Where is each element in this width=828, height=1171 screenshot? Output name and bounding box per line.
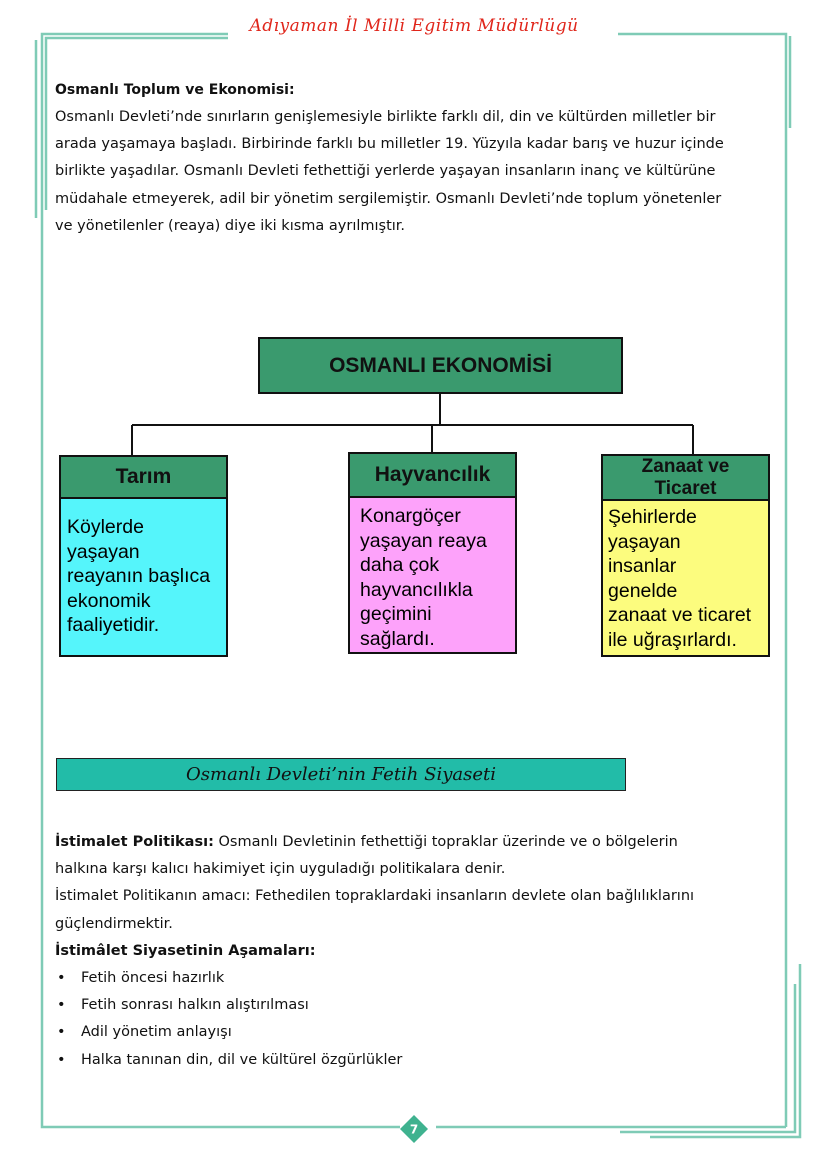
paragraph-line: arada yaşamaya başladı. Birbirinde farkl… [55, 136, 724, 153]
stages-list: Fetih öncesi hazırlık Fetih sonrası halk… [55, 965, 785, 1074]
istimalet-definition-text: Osmanlı Devletinin fethettiği topraklar … [213, 834, 678, 850]
branch-line: faaliyetidir. [67, 614, 160, 636]
branch-tarim-head: Tarım [59, 455, 228, 499]
list-item: Adil yönetim anlayışı [55, 1019, 785, 1046]
branch-line: yaşayan reaya [360, 529, 487, 552]
branch-line: ekonomik [67, 589, 151, 612]
paragraph-line: Osmanlı Devleti’nde sınırların genişleme… [55, 109, 716, 125]
branch-line: yaşayan [608, 530, 681, 553]
branch-line: geçimini [360, 603, 432, 625]
branch-line: ile uğraşırlardı. [608, 628, 737, 651]
branch-line: reayanın başlıca [67, 565, 211, 587]
branch-line: daha çok [360, 554, 440, 576]
branch-zanaat-head: Zanaat ve Ticaret [601, 454, 770, 501]
branch-line: yaşayan [67, 540, 140, 563]
section-banner: Osmanlı Devleti’nin Fetih Siyaseti [56, 758, 626, 791]
diagram-root: OSMANLI EKONOMİSİ [258, 337, 623, 394]
branch-line: sağlardı. [360, 627, 435, 650]
branch-line: Şehirlerde [608, 506, 697, 528]
istimalet-definition: İstimalet Politikası: Osmanlı Devletinin… [55, 829, 785, 856]
list-item: Fetih sonrası halkın alıştırılması [55, 992, 785, 1019]
stages-title: İstimâlet Siyasetinin Aşamaları: [55, 942, 316, 959]
branch-line: genelde [608, 579, 678, 602]
branch-zanaat-body: Şehirlerde yaşayan insanlar genelde zana… [601, 499, 770, 657]
page-number-badge: 7 [400, 1115, 428, 1143]
branch-title-line: Zanaat ve [641, 455, 730, 477]
branch-title: Hayvancılık [374, 463, 491, 486]
paragraph-line: ve yönetilenler (reaya) diye iki kısma a… [55, 217, 406, 234]
section-title: Osmanlı Toplum ve Ekonomisi: [55, 82, 295, 98]
branch-line: zanaat ve ticaret [608, 604, 752, 626]
istimalet-aim-line: İstimalet Politikanın amacı: Fethedilen … [55, 888, 695, 905]
branch-hayvancilik-body: Konargöçer yaşayan reaya daha çok hayvan… [348, 496, 517, 654]
paragraph-line: birlikte yaşadılar. Osmanlı Devleti feth… [55, 163, 716, 180]
branch-title: Tarım [115, 465, 172, 488]
society-section: Osmanlı Toplum ve Ekonomisi: Osmanlı Dev… [55, 77, 775, 240]
list-item: Halka tanınan din, dil ve kültürel özgür… [55, 1047, 785, 1074]
istimalet-definition-line: halkına karşı kalıcı hakimiyet için uygu… [55, 861, 506, 878]
banner-title: Osmanlı Devleti’nin Fetih Siyaseti [186, 764, 496, 785]
page-number: 7 [410, 1123, 418, 1137]
list-item: Fetih öncesi hazırlık [55, 965, 785, 992]
branch-hayvancilik-head: Hayvancılık [348, 452, 517, 498]
istimalet-label: İstimalet Politikası: [55, 834, 214, 850]
branch-line: Köylerde [67, 516, 144, 538]
branch-line: hayvancılıkla [360, 578, 473, 601]
branch-tarim-body: Köylerde yaşayan reayanın başlıca ekonom… [59, 497, 228, 657]
branch-line: insanlar [608, 555, 677, 577]
istimalet-aim-line: güçlendirmektir. [55, 915, 173, 932]
diagram-root-label: OSMANLI EKONOMİSİ [329, 353, 552, 377]
paragraph-line: müdahale etmeyerek, adil bir yönetim ser… [55, 190, 722, 207]
branch-title-line: Ticaret [654, 477, 717, 499]
society-paragraph: Osmanlı Devleti’nde sınırların genişleme… [55, 104, 775, 240]
branch-line: Konargöçer [360, 505, 461, 527]
header-title: Adıyaman İl Milli Egitim Müdürlügü [249, 16, 579, 36]
istimalet-section: İstimalet Politikası: Osmanlı Devletinin… [55, 829, 785, 1074]
